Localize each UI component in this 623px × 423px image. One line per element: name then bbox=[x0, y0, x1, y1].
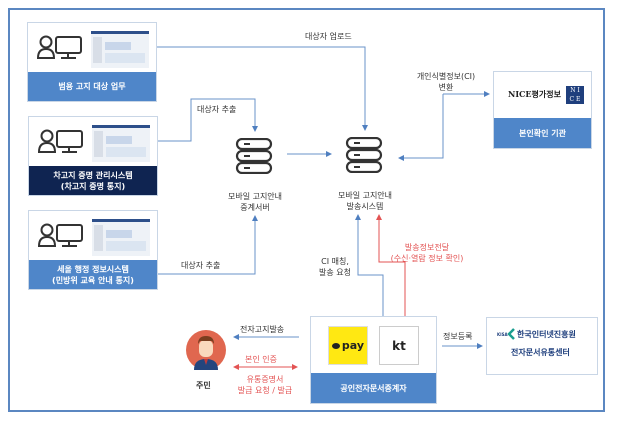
edge-upload bbox=[157, 46, 368, 131]
nice-logo-text: NICE평가정보 bbox=[508, 89, 561, 99]
server-label-line1: 모바일 고지안내 bbox=[227, 192, 283, 201]
system-label: 세올 행정 정보시스템(민방위 교육 안내 통지) bbox=[29, 260, 157, 289]
label-extract1: 대상자 추출 bbox=[197, 105, 237, 114]
label-ci-match: CI 매칭, 발송 요청 bbox=[313, 256, 357, 278]
label-ci-convert: 개인식별정보(CI) 변환 bbox=[411, 71, 481, 93]
screenshot-thumbnail bbox=[92, 125, 150, 162]
label-deliver: 발송정보전달 (수신·열람 정보 확인) bbox=[382, 242, 472, 264]
user-computer-icon bbox=[37, 129, 83, 153]
resident-avatar-icon bbox=[186, 330, 226, 370]
label-line: (수신·열람 정보 확인) bbox=[390, 254, 464, 263]
user-computer-icon bbox=[36, 35, 82, 59]
label-extract2: 대상자 추출 bbox=[181, 261, 221, 270]
edge-deliver bbox=[376, 214, 406, 316]
user-computer-icon bbox=[37, 223, 83, 247]
system-seoul-admin: 세올 행정 정보시스템(민방위 교육 안내 통지) bbox=[28, 210, 158, 290]
resident-label: 주민 bbox=[196, 381, 211, 390]
kakaopay-logo: pay bbox=[328, 326, 368, 365]
kt-logo: kt bbox=[379, 326, 419, 365]
label-upload: 대상자 업로드 bbox=[305, 32, 352, 41]
system-label-line1: 차고지 증명 관리시스템 bbox=[53, 170, 133, 180]
server-label-line2: 중계서버 bbox=[240, 203, 270, 212]
label-e-notice: 전자고지발송 bbox=[240, 325, 285, 334]
label-line: 발송정보전달 bbox=[404, 243, 450, 252]
label-register: 정보등록 bbox=[443, 332, 473, 341]
kisa-e-document-center: KISA 한국인터넷진흥원 전자문서유통센터 bbox=[486, 317, 598, 375]
kisa-center-name: 전자문서유통센터 bbox=[511, 348, 570, 357]
server-label-line2: 발송시스템 bbox=[346, 202, 384, 211]
kisa-logo: KISA bbox=[497, 332, 508, 337]
edge-extract2 bbox=[157, 215, 258, 275]
system-label: 차고지 증명 관리시스템(차고지 증명 통지) bbox=[29, 166, 157, 195]
screenshot-thumbnail bbox=[92, 219, 150, 256]
system-label-line2: (차고지 증명 통지) bbox=[60, 181, 126, 191]
screenshot-thumbnail bbox=[91, 31, 149, 68]
diagram-frame bbox=[8, 8, 605, 412]
label-line: CI 매칭, bbox=[321, 257, 349, 266]
nice-label: 본인확인 기관 bbox=[494, 118, 591, 148]
broker-label: 공인전자문서중계자 bbox=[311, 373, 436, 403]
certified-e-document-broker: pay kt 공인전자문서중계자 bbox=[310, 316, 437, 404]
server-icon bbox=[235, 138, 273, 174]
kisa-logo-icon bbox=[507, 328, 515, 340]
label-line: 변환 bbox=[438, 83, 454, 92]
server-label-line1: 모바일 고지안내 bbox=[337, 191, 393, 200]
label-line: 발송 요청 bbox=[319, 268, 351, 277]
label-auth: 본인 인증 bbox=[245, 355, 277, 364]
kakaopay-text: pay bbox=[341, 339, 365, 352]
system-label-line1: 세올 행정 정보시스템 bbox=[57, 264, 129, 274]
edge-ci-match bbox=[355, 214, 384, 316]
server-icon bbox=[345, 137, 383, 173]
label-line: 유통증명서 bbox=[246, 375, 284, 384]
edge-extract1 bbox=[157, 98, 258, 142]
system-label: 범용 고지 대상 업무 bbox=[28, 72, 156, 101]
system-garage-cert: 차고지 증명 관리시스템(차고지 증명 통지) bbox=[28, 116, 158, 196]
label-line: 발급 요청 / 발급 bbox=[237, 386, 293, 395]
system-general-notice: 범용 고지 대상 업무 bbox=[27, 22, 157, 102]
system-label-line2: (민방위 교육 안내 통지) bbox=[52, 275, 134, 285]
kisa-name: 한국인터넷진흥원 bbox=[517, 330, 576, 339]
edge-ci-convert bbox=[398, 94, 444, 161]
speech-bubble-icon bbox=[331, 342, 340, 349]
label-line: 개인식별정보(CI) bbox=[416, 72, 476, 81]
